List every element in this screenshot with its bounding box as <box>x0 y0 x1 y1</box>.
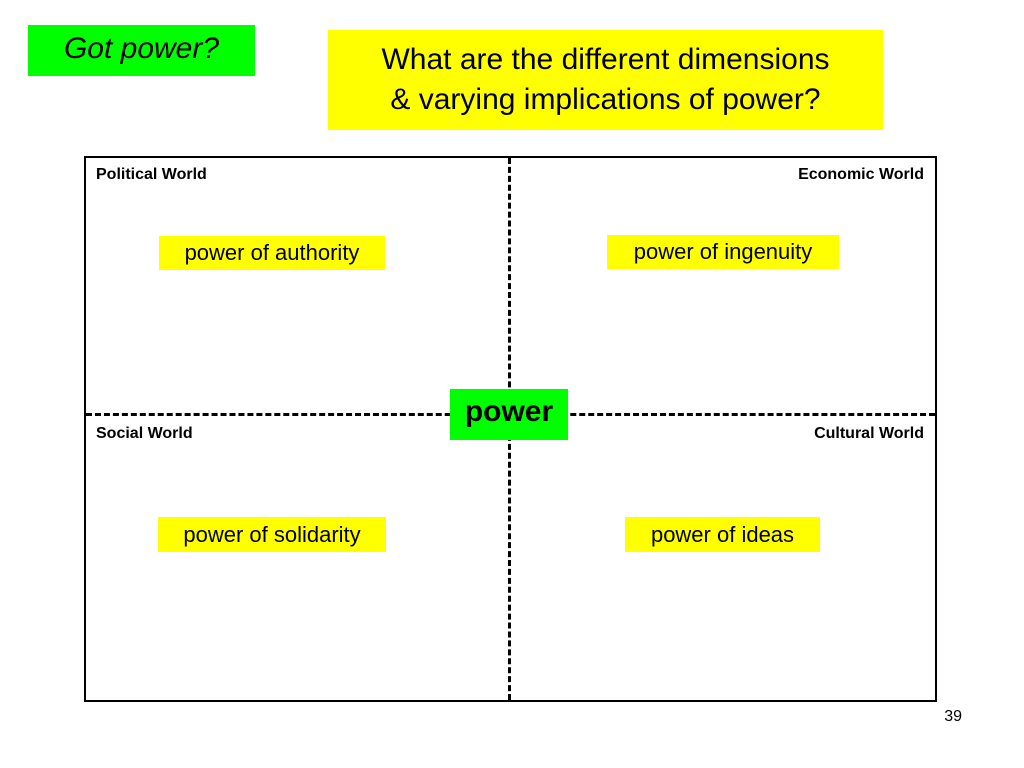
slide-tag: Got power? <box>28 25 255 76</box>
question-line-1: What are the different dimensions <box>381 43 830 76</box>
quadrant-grid-frame <box>84 156 937 702</box>
quadrant-label-economic: Economic World <box>798 166 924 183</box>
quadrant-label-political: Political World <box>96 166 207 183</box>
item-power-of-ideas: power of ideas <box>625 517 820 552</box>
quadrant-label-social: Social World <box>96 425 193 442</box>
item-power-of-solidarity: power of solidarity <box>158 517 386 552</box>
item-power-of-ingenuity: power of ingenuity <box>607 235 839 269</box>
item-power-of-authority: power of authority <box>159 236 385 270</box>
page-number: 39 <box>944 708 962 725</box>
question-line-2: & varying implications of power? <box>390 83 821 116</box>
slide-question: What are the different dimensions & vary… <box>328 30 883 130</box>
center-power-label: power <box>450 389 568 440</box>
quadrant-label-cultural: Cultural World <box>814 425 924 442</box>
